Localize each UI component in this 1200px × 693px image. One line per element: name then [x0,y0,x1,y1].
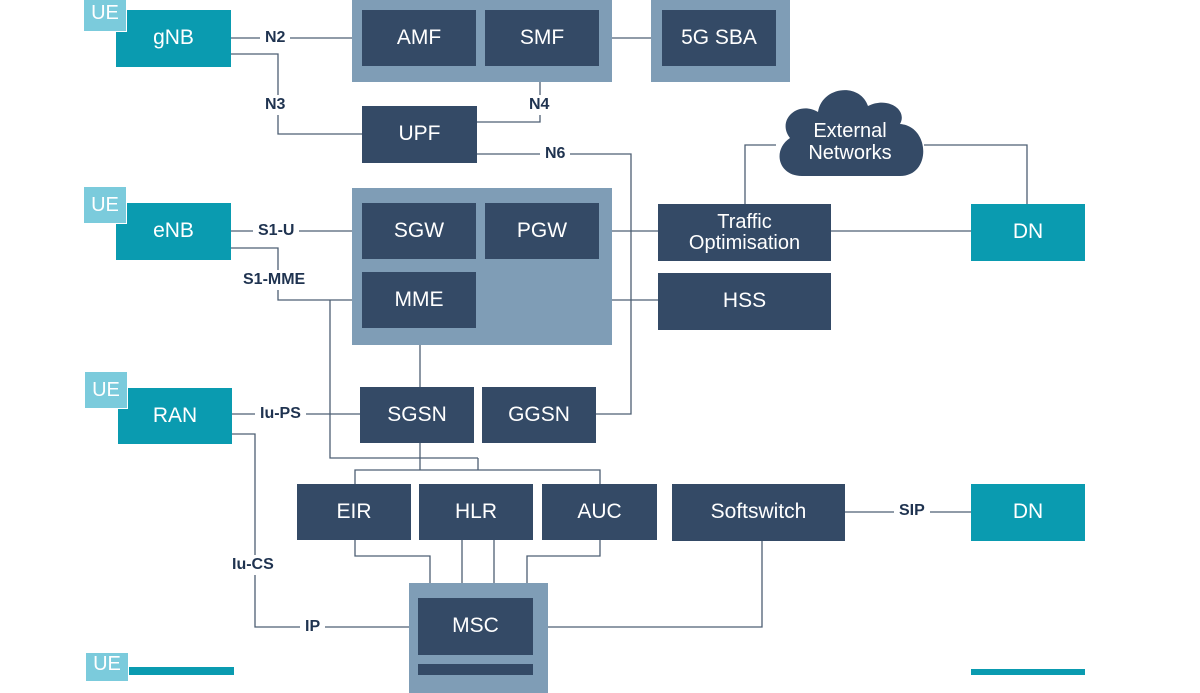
n3-interface-label: N3 [260,95,291,115]
upf-node: UPF [362,106,477,163]
ggsn-label: GGSN [508,402,570,426]
external-networks-label: External Networks [792,120,908,164]
traffic-cloud-link [744,144,776,205]
n6-interface-label: N6 [540,144,571,164]
n4-link [477,66,541,123]
enb-label: eNB [153,219,194,243]
s1mme-interface-label: S1-MME [238,270,311,290]
n3-link [231,53,362,135]
s1u-interface-label: S1-U [253,221,300,241]
dn-label-2: DN [1012,500,1044,524]
sgw-node: SGW [362,203,476,259]
access-node-4-cropped [117,667,234,675]
register-bus [354,469,601,484]
traffic-optimisation-node: Traffic Optimisation [658,204,831,261]
iups-interface-label: Iu-PS [255,404,306,424]
softswitch-label: Softswitch [710,500,807,524]
network-architecture-diagram: gNB UE AMF SMF 5G SBA UPF eNB UE SGW PGW… [83,0,1085,693]
auc-msc-link [526,540,601,583]
sba-label: 5G SBA [681,25,757,49]
sgsn-label: SGSN [387,402,447,426]
smf-label: SMF [519,25,565,49]
dn-node-3-cropped [971,669,1085,675]
amf-node: AMF [362,10,476,66]
msc-lower-node-cropped [418,664,533,675]
ue-badge-1: UE [83,0,127,32]
ran-label: RAN [152,403,198,427]
n2-interface-label: N2 [260,28,291,48]
hss-label: HSS [722,289,767,313]
mme-node: MME [362,272,476,328]
cloud-dn-link [924,144,1028,204]
dn-node-2: DN [971,484,1085,541]
auc-label: AUC [577,499,622,523]
dn-label-1: DN [1012,220,1044,244]
ue-badge-2: UE [83,186,127,224]
eir-msc-link [354,540,431,583]
hlr-node: HLR [419,484,533,540]
ggsn-node: GGSN [482,387,596,443]
iucs-link [232,433,418,628]
ue-label-1: UE [91,1,119,24]
msc-label: MSC [452,614,499,638]
ue-label-3: UE [92,378,120,401]
msc-softswitch-link [533,541,763,628]
traffic-optimisation-label: Traffic Optimisation [688,210,801,254]
softswitch-node: Softswitch [672,484,845,541]
amf-label: AMF [396,25,442,49]
auc-node: AUC [542,484,657,540]
gnb-label: gNB [153,26,194,50]
ip-interface-label: IP [300,617,326,637]
sba-node: 5G SBA [662,10,776,66]
sgsn-node: SGSN [360,387,474,443]
sgw-label: SGW [393,218,445,242]
pgw-label: PGW [516,218,568,242]
ue-label-2: UE [91,193,119,216]
sip-interface-label: SIP [894,501,930,521]
external-networks-cloud [779,90,924,176]
smf-node: SMF [485,10,599,66]
msc-node: MSC [418,598,533,655]
eir-label: EIR [336,499,372,523]
mme-register-link [329,300,478,459]
dn-node-1: DN [971,204,1085,261]
pgw-node: PGW [485,203,599,259]
ue-badge-4: UE [85,652,129,682]
iucs-interface-label: Iu-CS [227,555,279,575]
ran-node: RAN [118,388,232,444]
eir-node: EIR [297,484,411,540]
mme-label: MME [394,287,444,311]
n4-interface-label: N4 [524,95,555,115]
ue-label-4: UE [93,653,121,675]
hss-node: HSS [658,273,831,330]
gnb-node: gNB [116,10,231,67]
hlr-label: HLR [454,499,497,523]
ue-badge-3: UE [84,371,128,409]
upf-label: UPF [398,122,441,146]
enb-node: eNB [116,203,231,260]
external-networks-text: External Networks [808,120,892,164]
